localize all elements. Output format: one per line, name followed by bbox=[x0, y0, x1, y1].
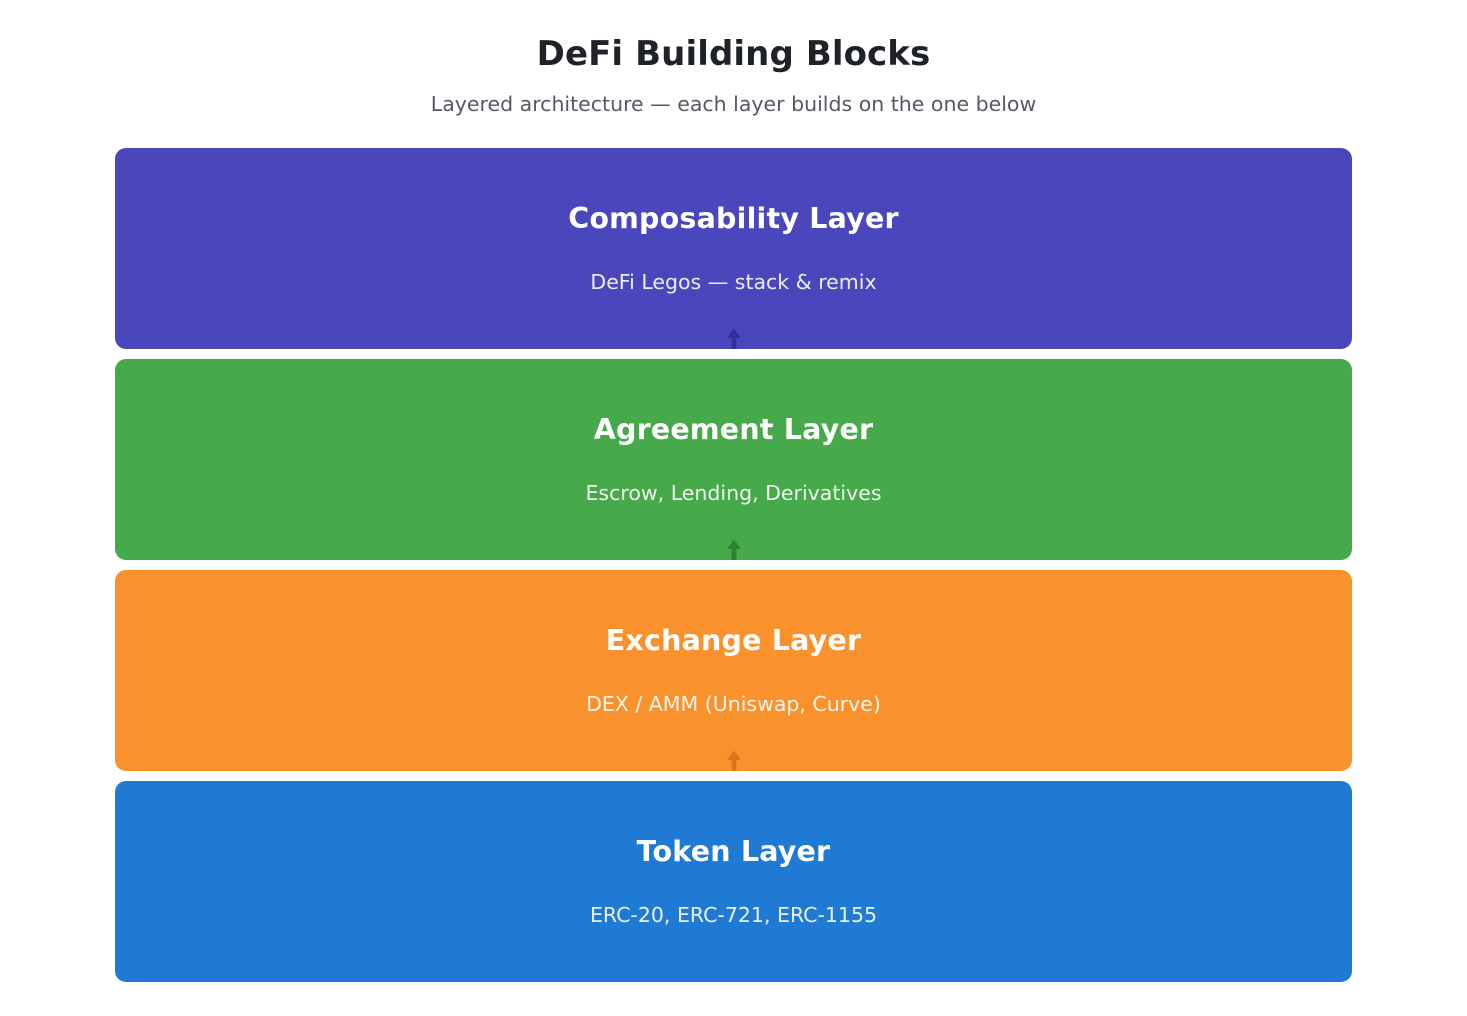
arrow-up-icon bbox=[723, 327, 745, 349]
page-title: DeFi Building Blocks bbox=[536, 34, 931, 74]
layer-block-exchange[interactable]: Exchange Layer DEX / AMM (Uniswap, Curve… bbox=[115, 570, 1352, 771]
layer-block-composability[interactable]: Composability Layer DeFi Legos — stack &… bbox=[115, 148, 1352, 349]
layer-title: Agreement Layer bbox=[593, 412, 874, 446]
arrow-up-icon bbox=[723, 538, 745, 560]
layer-stack: Composability Layer DeFi Legos — stack &… bbox=[115, 148, 1352, 982]
page-header: DeFi Building Blocks Layered architectur… bbox=[0, 0, 1467, 117]
page-subtitle: Layered architecture — each layer builds… bbox=[430, 91, 1037, 116]
layer-subtitle: DeFi Legos — stack & remix bbox=[590, 269, 877, 294]
layer-subtitle: DEX / AMM (Uniswap, Curve) bbox=[586, 691, 881, 716]
layer-title: Composability Layer bbox=[568, 201, 899, 235]
layer-subtitle: Escrow, Lending, Derivatives bbox=[585, 480, 882, 505]
layer-subtitle: ERC-20, ERC-721, ERC-1155 bbox=[589, 902, 878, 927]
layer-block-agreement[interactable]: Agreement Layer Escrow, Lending, Derivat… bbox=[115, 359, 1352, 560]
layer-block-token[interactable]: Token Layer ERC-20, ERC-721, ERC-1155 bbox=[115, 781, 1352, 982]
layer-title: Token Layer bbox=[636, 834, 831, 868]
arrow-up-icon bbox=[723, 749, 745, 771]
layer-title: Exchange Layer bbox=[605, 623, 862, 657]
